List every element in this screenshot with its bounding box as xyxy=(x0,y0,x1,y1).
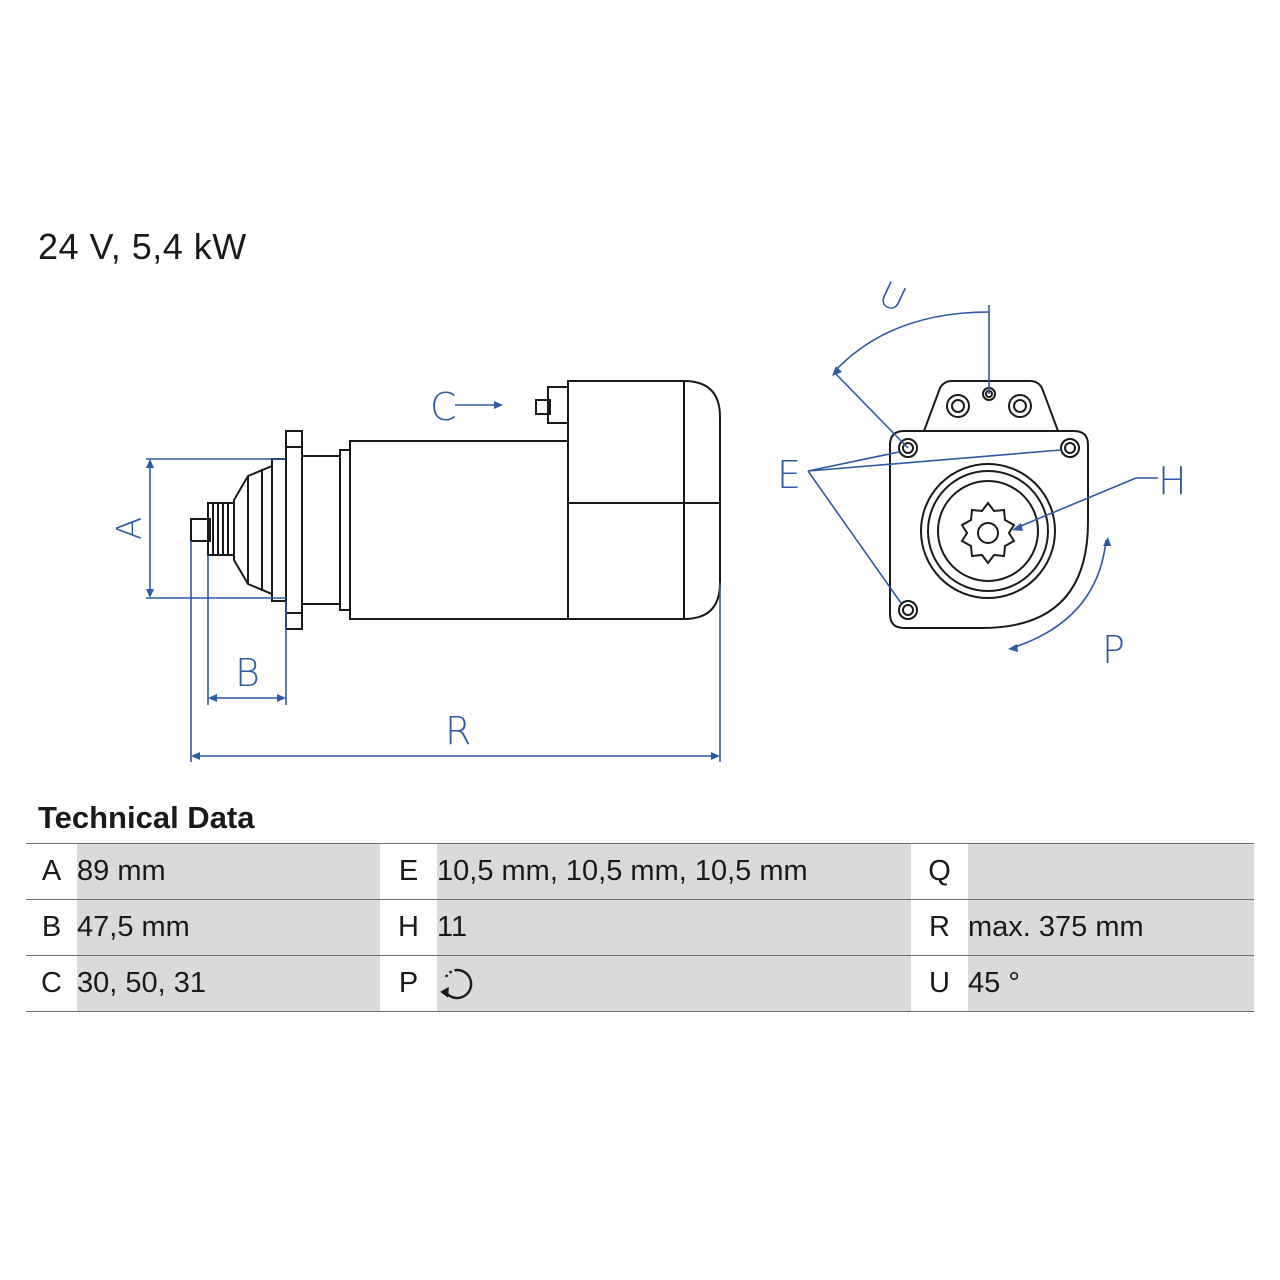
key-q: Q xyxy=(911,843,968,900)
value-b: 47,5 mm xyxy=(77,899,380,956)
label-r: R xyxy=(445,709,471,753)
label-h: H xyxy=(1158,459,1187,503)
value-q xyxy=(968,843,1254,900)
key-b: B xyxy=(26,899,77,956)
label-p: P xyxy=(1102,628,1125,672)
dimension-lines xyxy=(146,401,721,762)
counterclockwise-rotation-icon xyxy=(440,968,473,999)
key-a: A xyxy=(26,843,77,900)
value-a: 89 mm xyxy=(77,843,380,900)
label-u: U xyxy=(873,274,912,321)
value-h: 11 xyxy=(437,899,911,956)
starter-motor-drawing: A B R C E H P U xyxy=(110,274,1187,762)
key-p: P xyxy=(380,955,437,1012)
spec-title: 24 V, 5,4 kW xyxy=(38,226,247,267)
value-r: max. 375 mm xyxy=(968,899,1254,956)
key-e: E xyxy=(380,843,437,900)
value-e: 10,5 mm, 10,5 mm, 10,5 mm xyxy=(437,843,911,900)
key-u: U xyxy=(911,955,968,1012)
label-c: C xyxy=(430,385,457,429)
label-e: E xyxy=(777,453,801,497)
technical-data-title: Technical Data xyxy=(38,800,255,835)
label-b: B xyxy=(235,651,260,695)
end-view xyxy=(889,380,1089,629)
table-row: C 30, 50, 31 P U 45 ° xyxy=(26,955,1254,1012)
value-u: 45 ° xyxy=(968,955,1254,1012)
label-a: A xyxy=(110,517,150,540)
technical-data-table: A 89 mm E 10,5 mm, 10,5 mm, 10,5 mm Q B … xyxy=(26,843,1254,1012)
key-c: C xyxy=(26,955,77,1012)
value-c: 30, 50, 31 xyxy=(77,955,380,1012)
table-row: A 89 mm E 10,5 mm, 10,5 mm, 10,5 mm Q xyxy=(26,843,1254,900)
table-row: B 47,5 mm H 11 R max. 375 mm xyxy=(26,899,1254,956)
key-r: R xyxy=(911,899,968,956)
dimension-letters: A B R C E H P U xyxy=(110,274,1187,753)
key-h: H xyxy=(380,899,437,956)
end-view-dimensions xyxy=(807,305,1158,652)
value-p xyxy=(437,955,911,1012)
